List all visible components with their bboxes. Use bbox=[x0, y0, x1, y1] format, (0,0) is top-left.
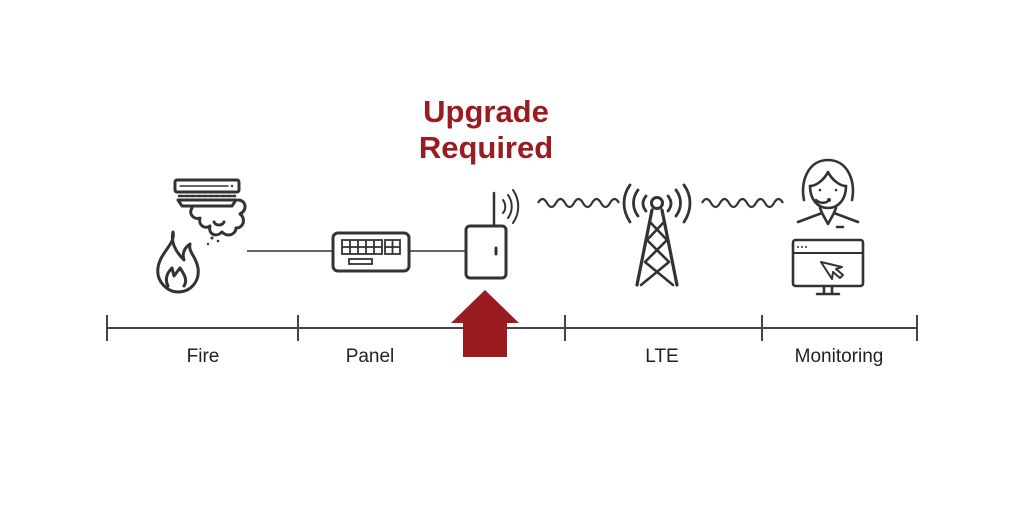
title-line-1: Upgrade bbox=[423, 94, 549, 129]
timeline bbox=[106, 315, 918, 341]
upgrade-required-title: Upgrade Required bbox=[419, 94, 553, 166]
keypad-panel-icon bbox=[331, 231, 411, 273]
signal-waves bbox=[537, 197, 784, 209]
communicator-device-icon bbox=[464, 189, 520, 280]
upgrade-arrow-icon bbox=[451, 290, 519, 357]
stage-label-fire: Fire bbox=[186, 346, 220, 367]
stage-label-panel: Panel bbox=[345, 346, 395, 367]
operator-monitor-icon bbox=[791, 158, 865, 296]
cell-tower-icon bbox=[622, 183, 692, 287]
wave-icon bbox=[701, 197, 784, 209]
stage-label-monitoring: Monitoring bbox=[794, 346, 884, 367]
wave-icon bbox=[537, 197, 620, 209]
fire-smoke-detector-icon bbox=[156, 178, 247, 294]
title-line-2: Required bbox=[418, 130, 554, 165]
stage-label-lte: LTE bbox=[645, 346, 679, 367]
